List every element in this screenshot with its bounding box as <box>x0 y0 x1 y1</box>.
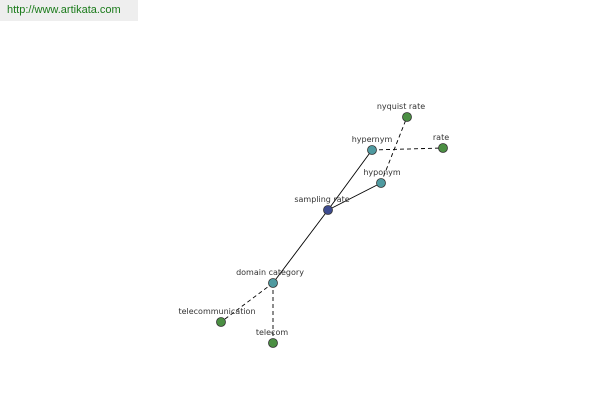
node-telecommunication[interactable] <box>216 317 226 327</box>
node-domain-category[interactable] <box>268 278 278 288</box>
edge-sampling-rate-domain-category <box>272 209 329 284</box>
node-telecom[interactable] <box>268 338 278 348</box>
node-label-sampling-rate[interactable]: sampling rate <box>294 195 349 204</box>
node-hypernym[interactable] <box>367 145 377 155</box>
node-nyquist-rate[interactable] <box>402 112 412 122</box>
node-sampling-rate[interactable] <box>323 205 333 215</box>
site-url[interactable]: http://www.artikata.com <box>0 0 138 21</box>
edge-hypernym-rate <box>371 147 444 151</box>
node-label-domain-category[interactable]: domain category <box>236 268 304 277</box>
node-label-hypernym[interactable]: hypernym <box>352 135 393 144</box>
graph-nodes: sampling rate hypernym hyponym domain categ… <box>178 102 449 348</box>
node-label-rate[interactable]: rate <box>433 133 449 142</box>
node-hyponym[interactable] <box>376 178 386 188</box>
node-label-telecommunication[interactable]: telecommunication <box>178 307 255 316</box>
edge-hyponym-nyquist-rate <box>380 116 408 184</box>
edge-domain-category-telecommunication <box>220 282 274 323</box>
node-label-nyquist-rate[interactable]: nyquist rate <box>377 102 425 111</box>
node-label-telecom[interactable]: telecom <box>256 328 288 337</box>
node-rate[interactable] <box>438 143 448 153</box>
graph-edges <box>220 116 444 343</box>
edge-sampling-rate-hyponym <box>327 182 382 211</box>
edge-sampling-rate-hypernym <box>327 149 373 211</box>
node-label-hyponym[interactable]: hyponym <box>363 168 401 177</box>
